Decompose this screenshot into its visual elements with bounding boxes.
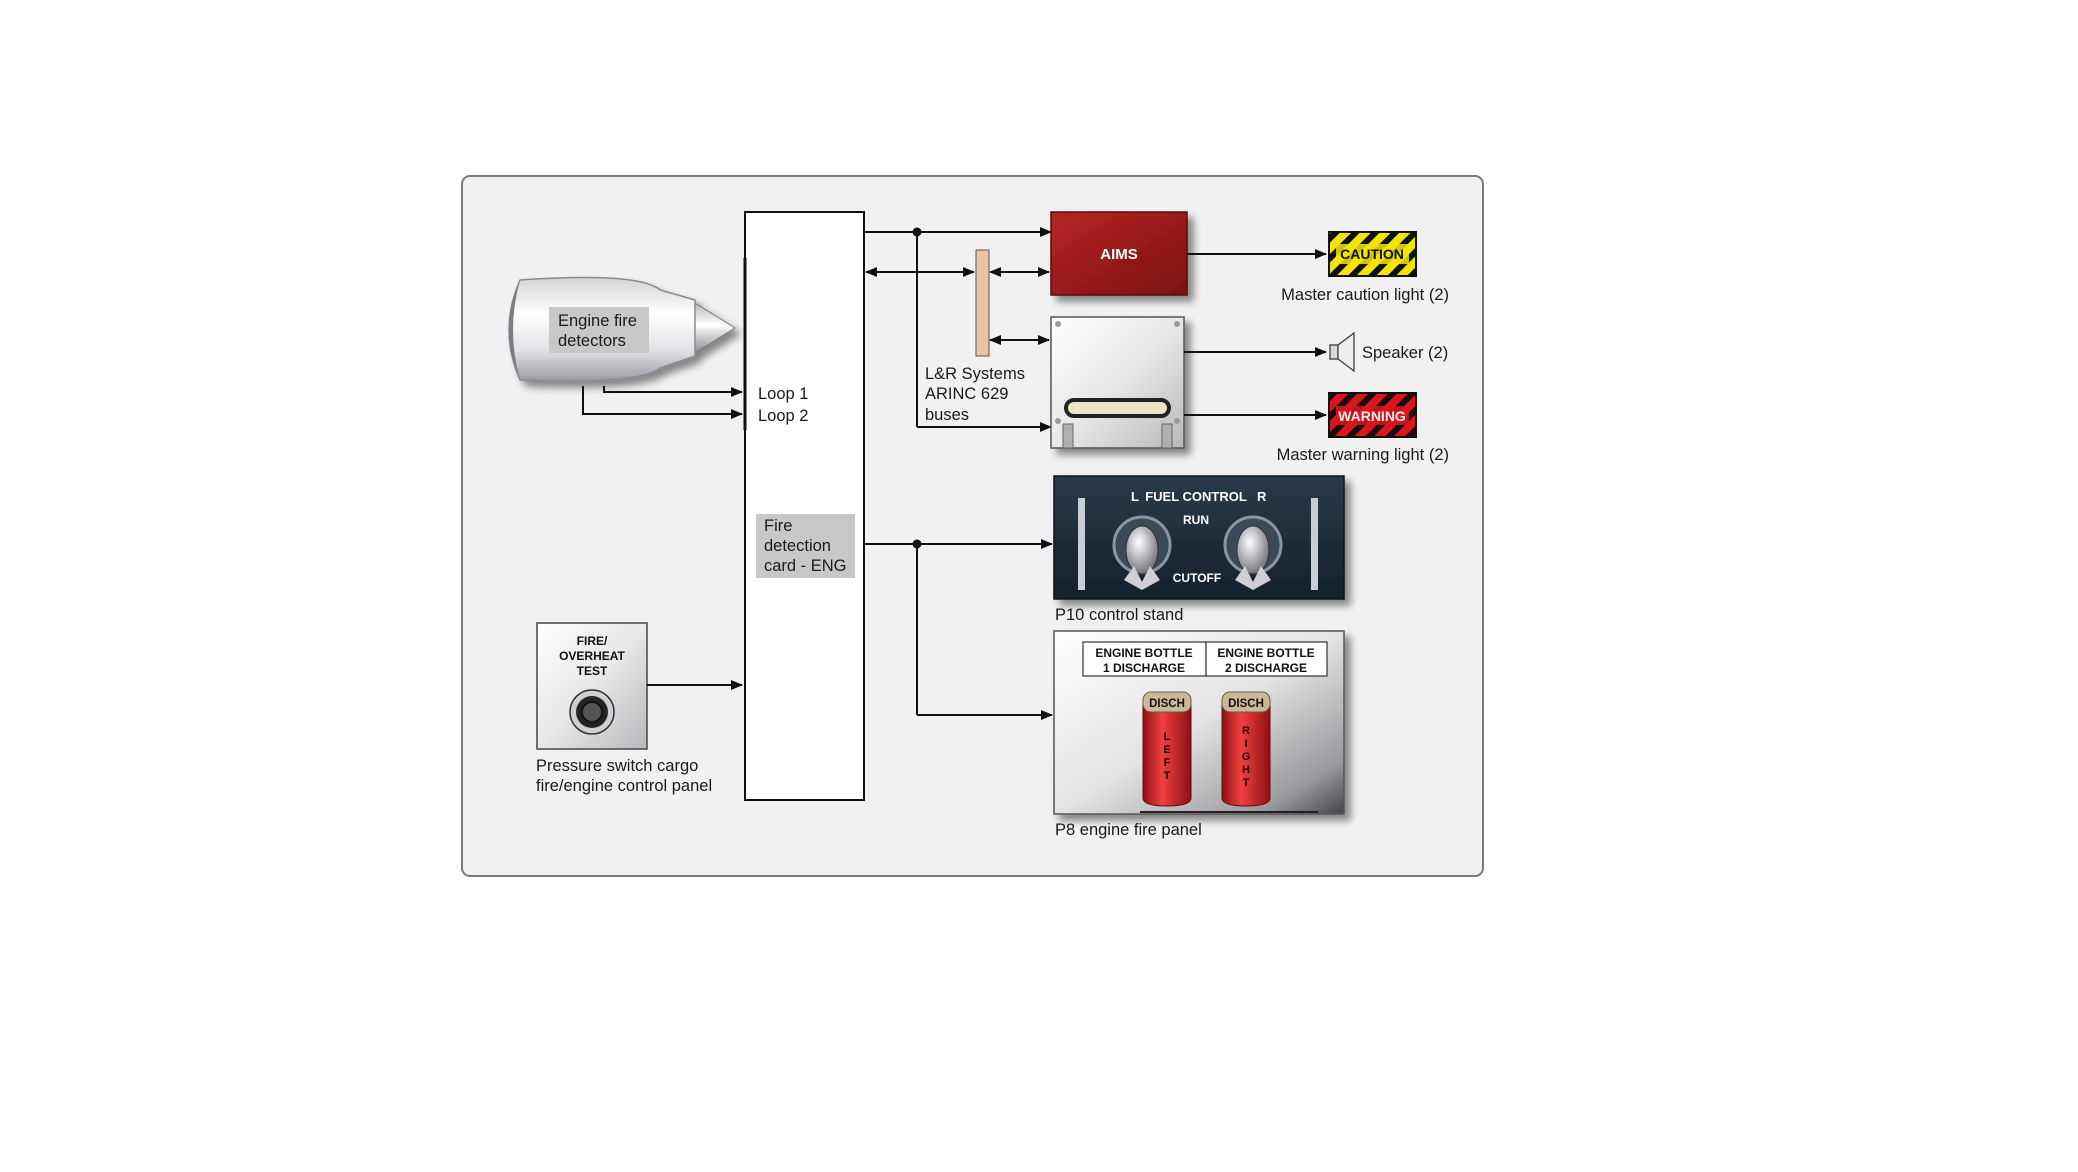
master-caution-label: Master caution light (2)	[1281, 286, 1449, 304]
arinc-629-bus	[975, 249, 990, 357]
p10-run-label: RUN	[1183, 513, 1209, 527]
arinc-buses-label: L&R Systems	[925, 365, 1025, 383]
left-letter-1: L	[1164, 731, 1171, 743]
engine-fire-detectors-label: Engine fire	[558, 312, 637, 330]
p10-title-l: L	[1131, 489, 1139, 504]
engine-fire-detectors-label-box	[549, 307, 649, 353]
pressure-switch-label-line2: fire/engine control panel	[536, 777, 712, 795]
right-letter-4: H	[1242, 764, 1250, 776]
left-letter-2: E	[1163, 744, 1170, 756]
loop2-label: Loop 2	[758, 407, 808, 425]
arinc-buses-label-line2: ARINC 629	[925, 385, 1008, 403]
right-letter-2: I	[1244, 738, 1247, 750]
p8-bottle2-placard	[1205, 641, 1328, 677]
p10-control-stand	[1053, 475, 1345, 600]
arinc-buses-label-line3: buses	[925, 406, 969, 424]
warning-electronics-unit	[1050, 316, 1185, 449]
aims-unit	[1050, 211, 1188, 296]
right-disch-label: DISCH	[1228, 698, 1264, 710]
p10-title-r: R	[1257, 489, 1267, 504]
p8-bottle1-placard	[1082, 641, 1207, 677]
right-letter-3: G	[1242, 751, 1251, 763]
right-letter-1: R	[1242, 725, 1250, 737]
left-letter-4: T	[1164, 770, 1171, 782]
fire-detection-card-label-box	[756, 514, 855, 578]
fire-detection-card-label-line3: card - ENG	[764, 557, 847, 575]
fire-detection-card-label-line2: detection	[764, 537, 831, 555]
pressure-switch-label: Pressure switch cargo	[536, 757, 698, 775]
speaker-label: Speaker (2)	[1362, 344, 1448, 362]
warning-text: WARNING	[1338, 408, 1406, 424]
p10-caption: P10 control stand	[1055, 606, 1183, 624]
p8-bottle2-label-line2: 2 DISCHARGE	[1225, 661, 1307, 675]
left-disch-label: DISCH	[1149, 698, 1185, 710]
fire-detection-card-label: Fire	[764, 517, 792, 535]
caution-text: CAUTION	[1340, 246, 1404, 262]
p8-caption: P8 engine fire panel	[1055, 821, 1202, 839]
left-letter-3: F	[1164, 757, 1171, 769]
fire-overheat-test-label: FIRE/	[577, 634, 608, 648]
p8-bottle1-label-line2: 1 DISCHARGE	[1103, 661, 1185, 675]
aims-label: AIMS	[1100, 246, 1138, 263]
p8-bottle2-label: ENGINE BOTTLE	[1217, 646, 1314, 660]
p10-cutoff-label: CUTOFF	[1173, 571, 1221, 585]
fire-overheat-test-label-line2: OVERHEAT	[559, 649, 625, 663]
master-warning-label: Master warning light (2)	[1277, 446, 1449, 464]
engine-fire-detectors-label-line2: detectors	[558, 332, 626, 350]
fire-overheat-test-label-line3: TEST	[577, 664, 608, 678]
right-fire-handle	[1221, 691, 1271, 807]
right-letter-5: T	[1243, 777, 1250, 789]
fire-overheat-test-switch-panel	[536, 622, 648, 750]
p10-title: FUEL CONTROL	[1145, 489, 1247, 504]
speaker-icon	[1329, 331, 1355, 373]
left-fire-handle	[1142, 691, 1192, 807]
p8-bottle1-label: ENGINE BOTTLE	[1095, 646, 1192, 660]
loop1-label: Loop 1	[758, 385, 808, 403]
fire-detection-controller-box	[744, 211, 865, 801]
